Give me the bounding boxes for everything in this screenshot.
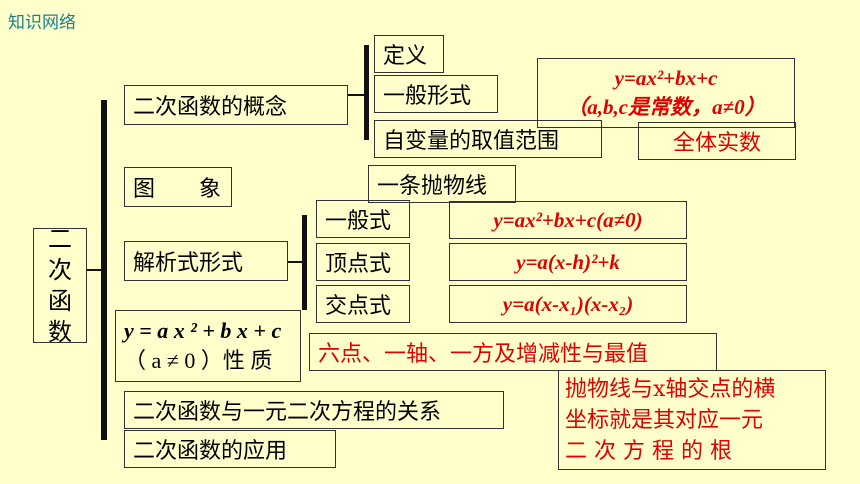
node-concept: 二次函数的概念 (124, 85, 348, 125)
root-connector (87, 269, 101, 271)
general-form-formula: y=ax²+bx+c (614, 65, 718, 90)
form-vertex-label: 顶点式 (316, 243, 410, 281)
form-general-label: 一般式 (316, 200, 410, 238)
form-general-formula: y=ax²+bx+c(a≠0) (449, 201, 687, 239)
concept-general-form: 一般形式 (374, 75, 498, 113)
general-form-condition: （a,b,c是常数，a≠0） (566, 94, 766, 119)
root-char: 二 (48, 224, 72, 253)
root-char: 数 (48, 317, 72, 346)
general-form-value: y=ax²+bx+c （a,b,c是常数，a≠0） (537, 58, 795, 128)
properties-value: 六点、一轴、一方及增减性与最值 (309, 333, 717, 371)
properties-formula: y = a x ² + b x + c (124, 318, 282, 343)
graph-value: 一条抛物线 (368, 165, 516, 203)
root-char: 次 (48, 255, 72, 284)
relation-line: 坐标就是其对应一元 (565, 407, 764, 433)
node-graph: 图 象 (124, 167, 232, 207)
section-title: 知识网络 (8, 13, 76, 33)
concept-connector (348, 94, 364, 96)
node-relation: 二次函数与一元二次方程的关系 (124, 391, 504, 429)
forms-bracket (302, 215, 307, 310)
domain-value: 全体实数 (638, 122, 796, 160)
concept-bracket (364, 45, 369, 140)
forms-connector (288, 261, 302, 263)
relation-value: 抛物线与x轴交点的横 坐标就是其对应一元 二 次 方 程 的 根 (558, 370, 826, 470)
properties-condition: （ a ≠ 0 ）性 质 (124, 348, 273, 373)
root-node: 二 次 函 数 (33, 225, 87, 346)
node-forms: 解析式形式 (124, 241, 288, 281)
root-char: 函 (48, 286, 72, 315)
concept-definition: 定义 (374, 35, 444, 73)
form-intercept-formula: y=a(x-x₁)(x-x₂) (449, 285, 687, 323)
main-bracket (101, 100, 107, 440)
form-intercept-label: 交点式 (316, 285, 410, 323)
node-properties: y = a x ² + b x + c （ a ≠ 0 ）性 质 (115, 310, 301, 382)
form-vertex-formula: y=a(x-h)²+k (449, 243, 687, 281)
relation-line: 抛物线与x轴交点的横 (565, 376, 776, 402)
relation-line: 二 次 方 程 的 根 (565, 438, 732, 464)
node-application: 二次函数的应用 (124, 430, 336, 468)
concept-domain: 自变量的取值范围 (374, 120, 602, 158)
